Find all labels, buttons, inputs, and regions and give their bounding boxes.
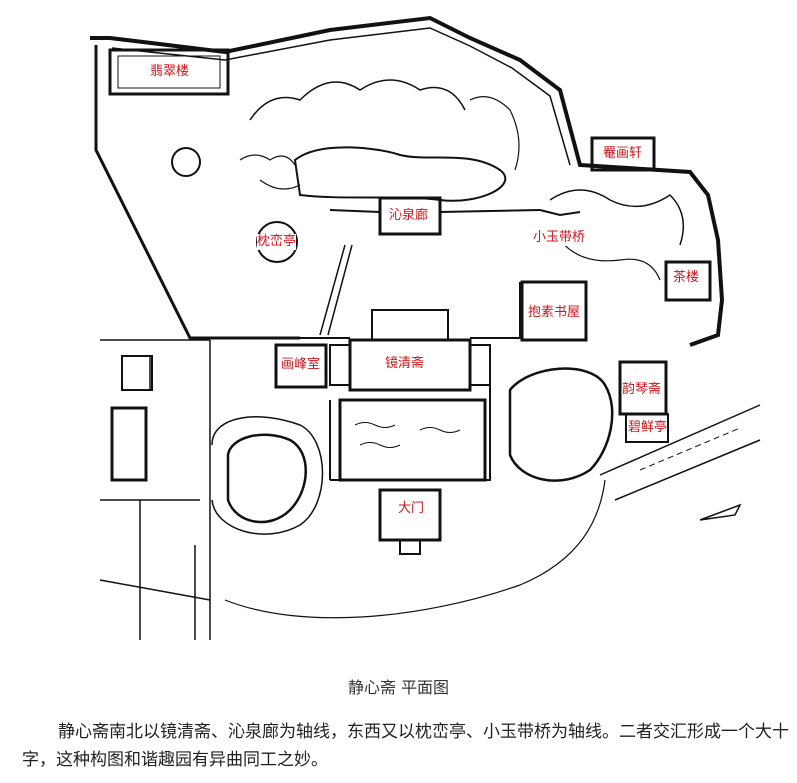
outer-wall	[90, 15, 725, 347]
cha-lou-building	[664, 260, 712, 302]
zhenluan-ting-label: 枕峦亭	[257, 234, 297, 250]
inner-wall	[94, 45, 300, 340]
bixian-ting-building	[625, 413, 669, 443]
cha-lou-label: 茶楼	[673, 270, 700, 286]
baosu-shuwu-building	[520, 280, 588, 342]
figure-caption: 静心斋 平面图	[347, 678, 450, 697]
yunqin-zhai-label: 韵琴斋	[622, 382, 662, 398]
feicui-lou-building	[108, 48, 230, 96]
jingqing-zhai-label: 镜清斋	[385, 356, 425, 372]
huafeng-shi-label: 画峰室	[281, 357, 321, 373]
qinquan-lang-label: 沁泉廊	[389, 208, 429, 224]
main-gate-label: 大门	[398, 501, 425, 517]
central-pond	[338, 398, 487, 482]
east-pond	[508, 367, 614, 482]
description-paragraph: 静心斋南北以镜清斋、沁泉廊为轴线，东西又以枕峦亭、小玉带桥为轴线。二者交汇形成一…	[22, 722, 789, 770]
feicui-lou-label: 翡翠楼	[150, 64, 190, 80]
xiaoyudai-qiao-label: 小玉带桥	[533, 230, 586, 246]
baosu-shuwu-label: 抱素书屋	[528, 305, 581, 321]
north-pond	[293, 146, 507, 202]
diehua-xuan-label: 罨画轩	[603, 146, 643, 162]
bixian-ting-label: 碧鲜亭	[628, 420, 668, 436]
garden-plan	[90, 15, 761, 640]
diehua-xuan-building	[590, 136, 656, 172]
west-pond	[226, 433, 307, 524]
huafeng-shi-building	[274, 343, 328, 389]
